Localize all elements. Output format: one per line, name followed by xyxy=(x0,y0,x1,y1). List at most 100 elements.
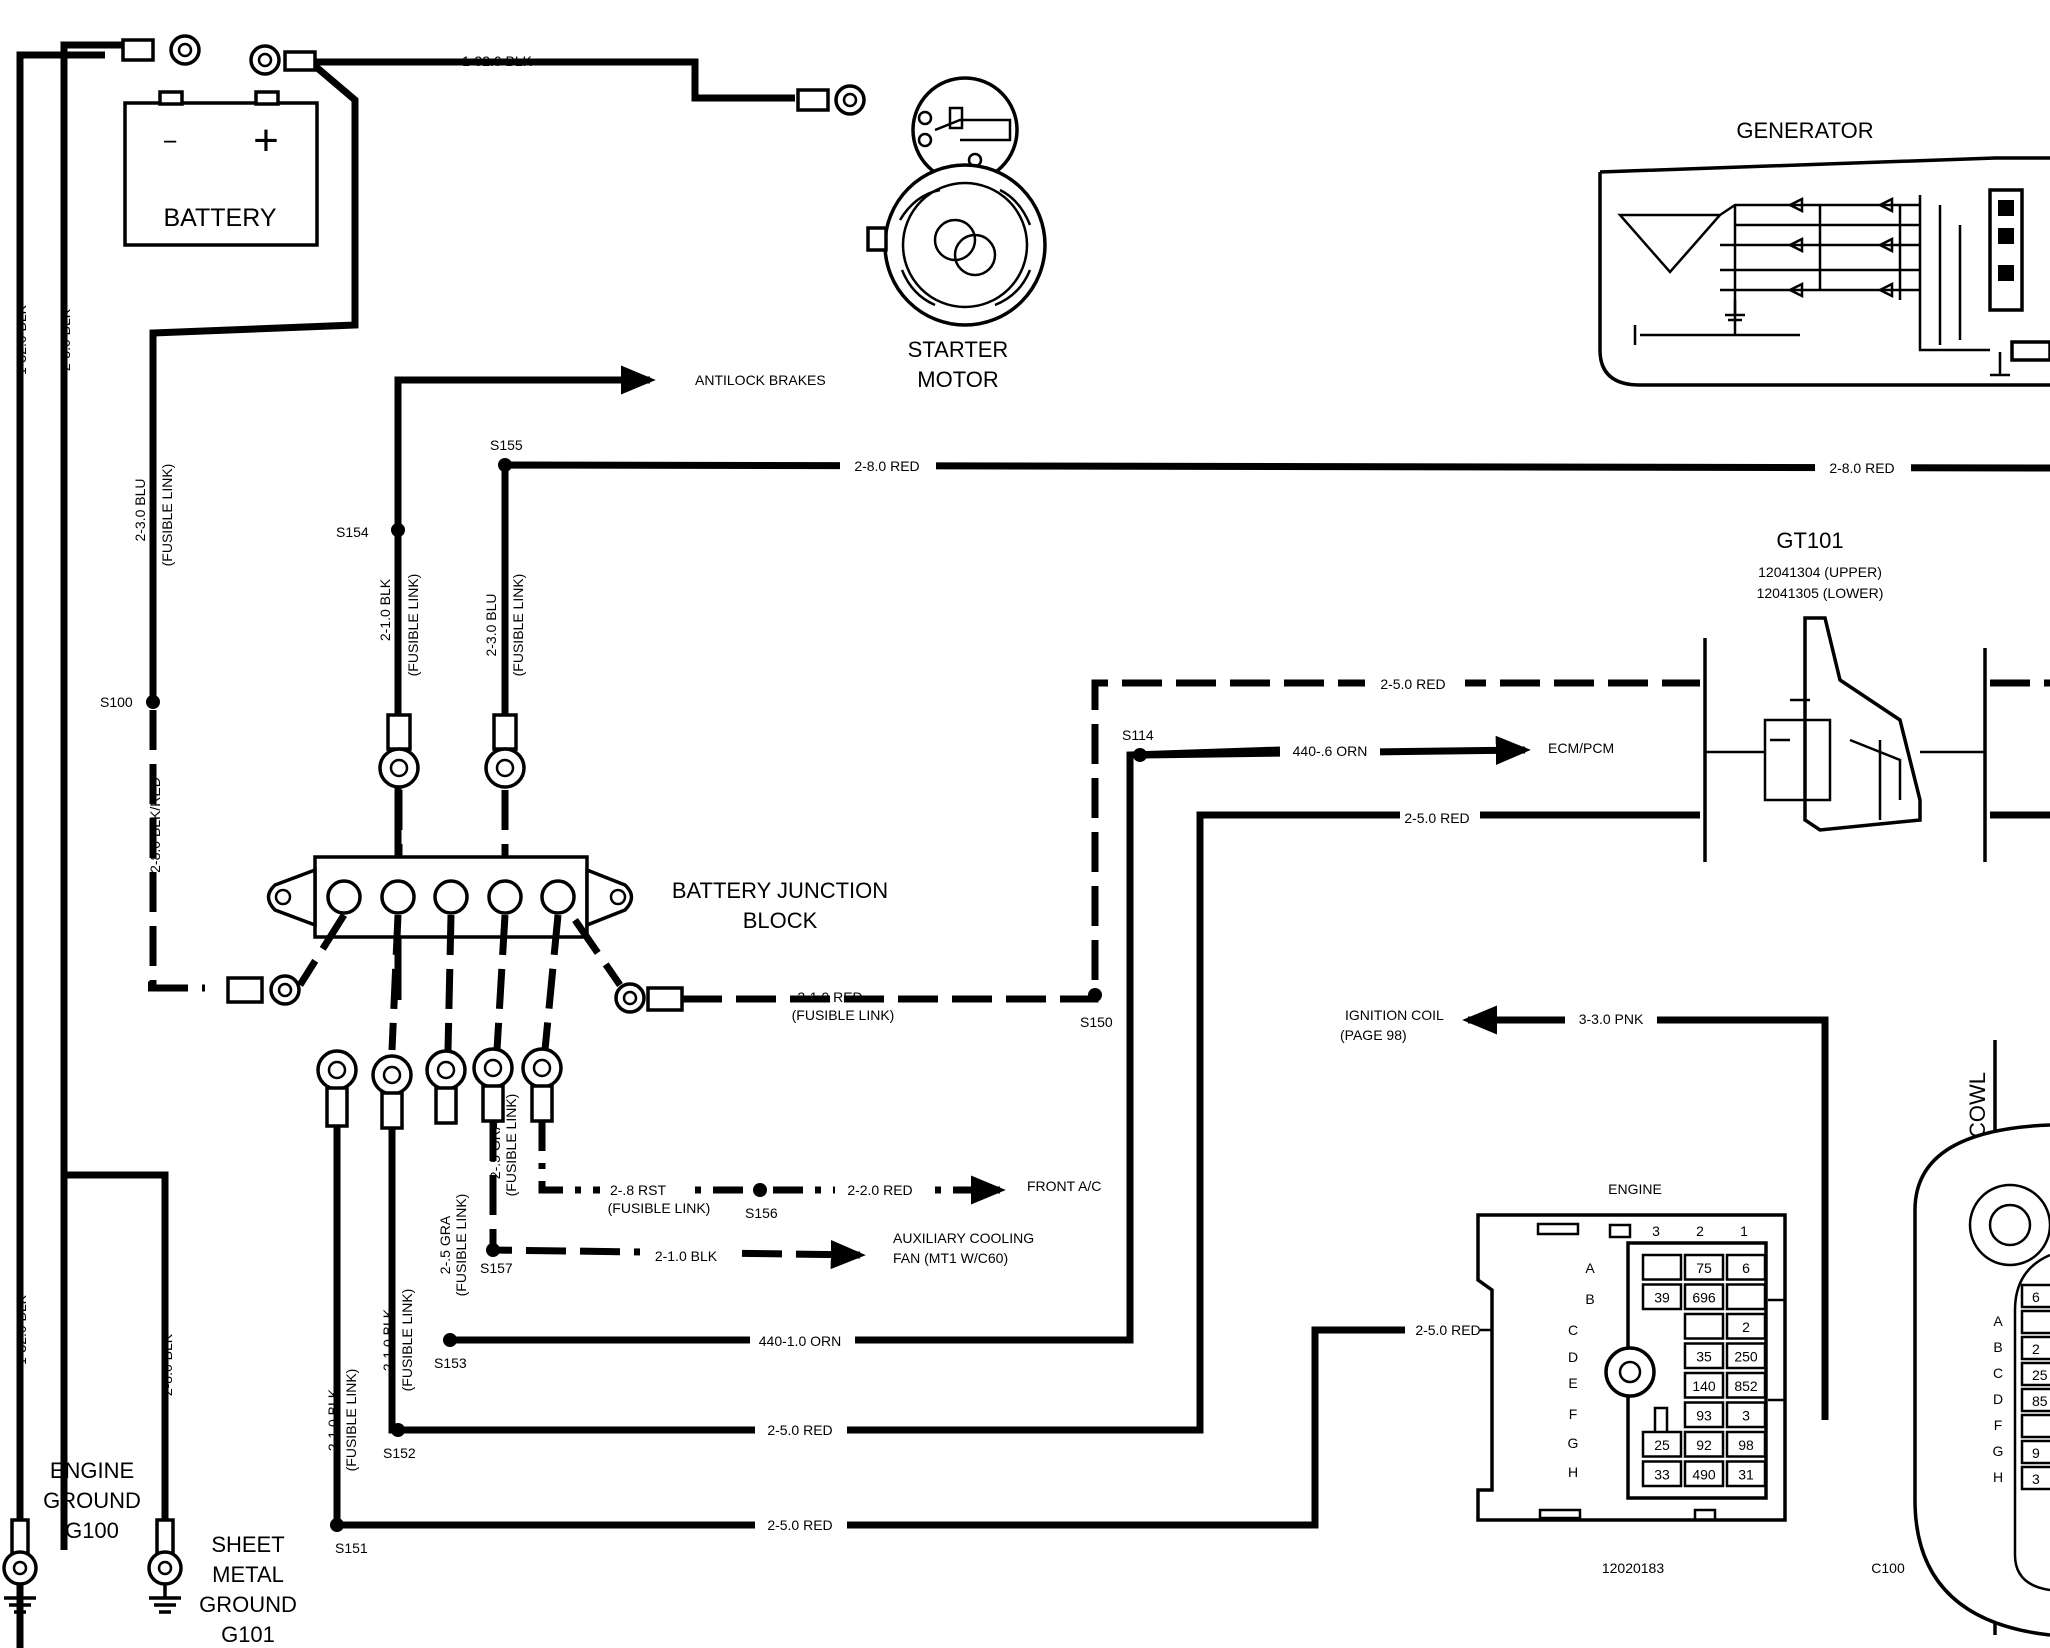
c100-pin-cell xyxy=(1641,1253,1683,1281)
engine-ground-3: G100 xyxy=(65,1518,119,1543)
wire-label-1-32-top: 1-32.0 BLK xyxy=(462,53,533,69)
splice-s152-dot xyxy=(391,1423,405,1437)
c100-pin-cell xyxy=(1683,1253,1725,1281)
wire-label-2-1-blk-b: 2-1.0 BLK xyxy=(380,1308,396,1371)
c100-pin-value: 98 xyxy=(1738,1437,1754,1453)
c100-pin-value: 140 xyxy=(1692,1378,1716,1394)
c100-pin-cell xyxy=(1725,1342,1767,1370)
cowl-pin-value: 85 xyxy=(2032,1393,2048,1409)
splice-s151-dot xyxy=(330,1518,344,1532)
wire-label-2-1-blk: 2-1.0 BLK xyxy=(377,578,393,641)
c100-pin-cell xyxy=(1725,1430,1767,1458)
wire-label-2-8-rst-link: (FUSIBLE LINK) xyxy=(608,1200,711,1216)
splice-s155: S155 xyxy=(490,437,523,453)
lower-ring-terminals xyxy=(316,1047,563,1130)
cowl-row-label: D xyxy=(1993,1391,2003,1407)
wire-label-2-1-blk-c-link: (FUSIBLE LINK) xyxy=(343,1369,359,1472)
c100-pin-value: 93 xyxy=(1696,1408,1712,1424)
cowl-row-label: H xyxy=(1993,1469,2003,1485)
splice-s156-dot xyxy=(753,1183,767,1197)
starter-label-1: STARTER xyxy=(908,337,1009,362)
c100-pin-value: 490 xyxy=(1692,1467,1716,1483)
c100-pin-cell xyxy=(1683,1312,1725,1340)
wire-label-2-8-red-b: 2-8.0 RED xyxy=(1829,460,1894,476)
c100-engine-label: ENGINE xyxy=(1608,1181,1662,1197)
c100-row-label: A xyxy=(1585,1260,1595,1276)
wire-label-3-3-pnk: 3-3.0 PNK xyxy=(1579,1011,1644,1027)
c100-pin-cell xyxy=(1725,1283,1767,1311)
generator-label: GENERATOR xyxy=(1736,118,1873,143)
wire-label-2-2-red: 2-2.0 RED xyxy=(847,1182,912,1198)
wire-1-32-blk-ground xyxy=(16,51,105,1648)
wire-2-8-blk-sheet-metal xyxy=(64,1171,169,1550)
wire-label-2-5-red-s151: 2-5.0 RED xyxy=(767,1517,832,1533)
engine-ground-1: ENGINE xyxy=(50,1458,134,1483)
c100-col-header: 2 xyxy=(1696,1223,1704,1239)
dest-antilock: ANTILOCK BRAKES xyxy=(695,372,826,388)
cowl-pin-value: 2 xyxy=(2032,1341,2040,1357)
c100-row-label: D xyxy=(1568,1349,1578,1365)
gt101-upper: 12041304 (UPPER) xyxy=(1758,564,1882,580)
c100-row-label: H xyxy=(1568,1464,1578,1480)
cowl-pin-cell xyxy=(2020,1335,2050,1361)
wire-1-32-blk-starter xyxy=(315,58,795,102)
cowl-row-label: A xyxy=(1993,1313,2003,1329)
c100-row-label: B xyxy=(1585,1291,1594,1307)
gt101-connector xyxy=(1703,616,1987,862)
junction-block-label-2: BLOCK xyxy=(743,908,818,933)
cowl-pin-cell xyxy=(2020,1309,2050,1335)
wire-label-2-8-blk-red: 2-8.0 BLK/RED xyxy=(147,777,163,873)
splice-s100-dot xyxy=(146,695,160,709)
wire-label-2-5-red-c100: 2-5.0 RED xyxy=(1415,1322,1480,1338)
cowl-row-label: C xyxy=(1993,1365,2003,1381)
wire-label-2-1-blk-b-link: (FUSIBLE LINK) xyxy=(399,1289,415,1392)
ring-terminal-s155 xyxy=(484,713,526,789)
c100-pin-cell xyxy=(1683,1342,1725,1370)
wire-label-2-1-blk-link: (FUSIBLE LINK) xyxy=(405,574,421,677)
cowl-row-label: B xyxy=(1993,1339,2002,1355)
battery: − + BATTERY xyxy=(123,90,319,247)
c100-pin-cell xyxy=(1683,1460,1725,1488)
c100-pin-value: 25 xyxy=(1654,1437,1670,1453)
starter-label-2: MOTOR xyxy=(917,367,998,392)
c100-pin-cell xyxy=(1725,1312,1767,1340)
wire-label-2-8-red-a: 2-8.0 RED xyxy=(854,458,919,474)
wire-label-2-5-red-top: 2-5.0 RED xyxy=(1380,676,1445,692)
wire-440-1-orn xyxy=(450,746,1281,1344)
sheet-metal-ground-symbol xyxy=(147,1518,183,1614)
c100-pin-cell xyxy=(1725,1371,1767,1399)
dest-aux-fan-2: FAN (MT1 W/C60) xyxy=(893,1250,1008,1266)
wire-2-3-blu-fusible xyxy=(149,63,359,700)
c100-pin-value: 31 xyxy=(1738,1467,1754,1483)
splice-s157-dot xyxy=(486,1243,500,1257)
splice-s154: S154 xyxy=(336,524,369,540)
c100-pin-cell xyxy=(1683,1430,1725,1458)
wire-2-1-red-fusible xyxy=(682,679,1700,1003)
splice-s155-dot xyxy=(498,458,512,472)
dest-aux-fan-1: AUXILIARY COOLING xyxy=(893,1230,1034,1246)
c100-pin-cell xyxy=(1683,1371,1725,1399)
splice-labels: S100 S114 S150 S151 S152 S153 S154 S155 … xyxy=(100,437,1154,1556)
battery-label: BATTERY xyxy=(164,204,277,232)
cowl-pin-cell xyxy=(2020,1439,2050,1465)
splice-s154-dot xyxy=(391,523,405,537)
splice-s153-dot xyxy=(443,1333,457,1347)
junction-block-label-1: BATTERY JUNCTION xyxy=(672,878,888,903)
cowl-pin-cell xyxy=(2020,1387,2050,1413)
wire-label-2-1-blk-c: 2-1.0 BLK xyxy=(325,1388,341,1451)
sheet-ground-2: METAL xyxy=(212,1562,284,1587)
wire-label-2-8-left-bot: 2-8.0 BLK xyxy=(159,1333,175,1396)
cowl-row-label: G xyxy=(1993,1443,2004,1459)
dest-ignition-2: (PAGE 98) xyxy=(1340,1027,1407,1043)
wire-label-2-5-red-s152: 2-5.0 RED xyxy=(767,1422,832,1438)
gt101-title: GT101 xyxy=(1776,528,1843,553)
cowl-pin-cell xyxy=(2020,1361,2050,1387)
c100-row-label: E xyxy=(1568,1375,1577,1391)
cowl-pin-value: 3 xyxy=(2032,1471,2040,1487)
c100-pin-value: 92 xyxy=(1696,1437,1712,1453)
ground-wires xyxy=(16,41,169,1648)
splice-s156: S156 xyxy=(745,1205,778,1221)
